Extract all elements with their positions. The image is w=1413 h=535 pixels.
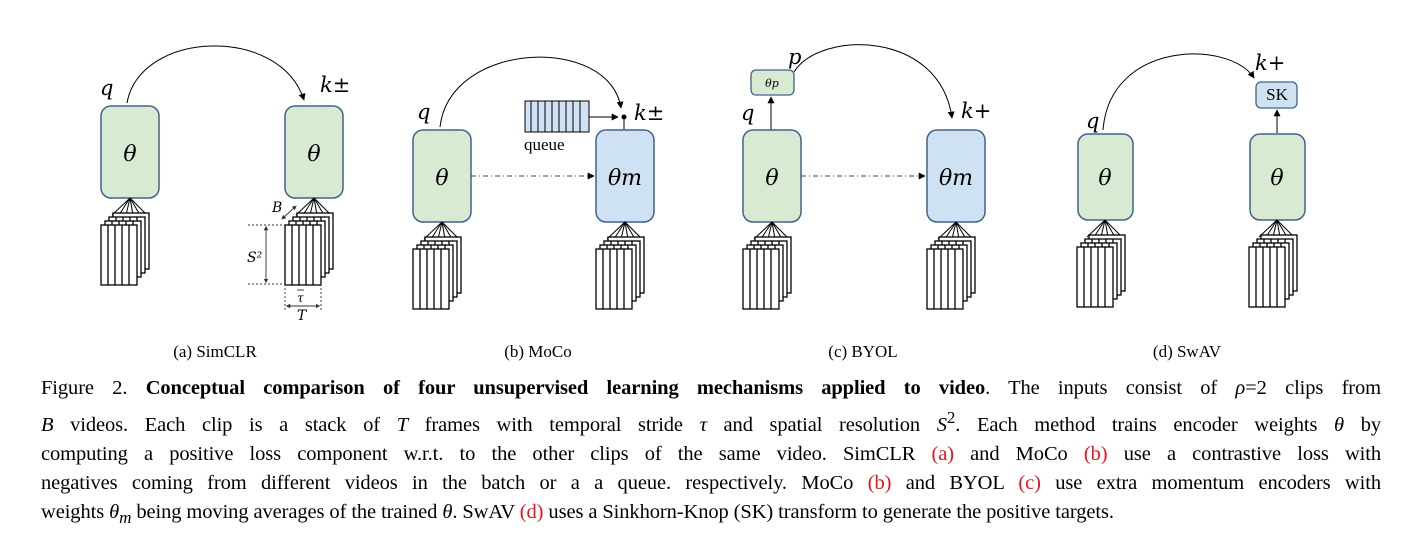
svg-text:SK: SK [1266,85,1288,104]
svg-text:θ: θ [307,142,320,167]
svg-text:B: B [271,200,282,216]
caption-line: weights θm being moving averages of the … [41,500,1114,527]
clip-stack [100,197,150,286]
caption-line: Figure 2. Conceptual comparison of four … [41,377,1382,399]
svg-text:(b) MoCo: (b) MoCo [504,342,572,361]
caption-label: Figure 2. [41,377,128,399]
svg-text:(d) SwAV: (d) SwAV [1153,342,1222,361]
svg-text:(c) BYOL: (c) BYOL [828,342,897,361]
svg-text:p: p [788,45,801,69]
caption-line: negatives coming from different videos i… [41,471,1381,494]
svg-text:θm: θm [939,166,973,191]
query-label: q [100,76,113,100]
svg-text:θ: θ [435,166,448,191]
ref-link-b[interactable]: (b) [1083,442,1108,465]
clip-stack [284,197,334,286]
panel-swav: q k+ SK θ θ (d) SwAV [1076,51,1306,361]
figure-caption: Figure 2. Conceptual comparison of four … [41,374,1381,532]
queue [524,100,627,133]
caption-title: Conceptual comparison of four unsupervis… [145,377,986,399]
panel-moco: q k± queue θ θm (b) MoCo [412,56,664,361]
ref-link-a[interactable]: (a) [931,442,955,465]
svg-text:k±: k± [634,101,664,125]
sinkhorn-knopp-box [1255,81,1298,109]
svg-text:S²: S² [247,250,263,266]
svg-text:θ: θ [1098,166,1111,191]
svg-text:τ: τ [297,291,304,305]
ref-link-b[interactable]: (b) [867,471,892,494]
key-label: k± [320,73,350,97]
svg-text:θ: θ [123,142,136,167]
dimension-annotations [248,205,322,312]
ref-link-d[interactable]: (d) [519,500,544,523]
ref-link-c[interactable]: (c) [1018,471,1041,494]
panel-simclr: q k± θ θ B S² τ T (a) SimCLR [100,45,350,361]
svg-text:k+: k+ [1255,51,1285,75]
caption-line: computing a positive loss component w.r.… [41,442,1381,465]
svg-text:θ: θ [765,166,778,191]
svg-text:θm: θm [608,166,642,191]
svg-text:q: q [417,100,430,124]
svg-text:q: q [741,101,754,125]
svg-text:q: q [1086,109,1099,133]
subcaption: (a) SimCLR [173,342,257,361]
caption-line: B videos. Each clip is a stack of T fram… [41,408,1382,436]
svg-text:θ: θ [1270,166,1283,191]
figure-diagram: q k± θ θ B S² τ T (a) SimCLR [100,44,1306,361]
predictor-box [750,69,795,96]
svg-text:queue: queue [524,135,565,154]
svg-text:T: T [297,308,308,324]
svg-text:k+: k+ [961,99,991,123]
panel-byol: θp p q k+ θ θm (c) BYOL [741,44,991,361]
svg-text:θp: θp [765,77,779,90]
